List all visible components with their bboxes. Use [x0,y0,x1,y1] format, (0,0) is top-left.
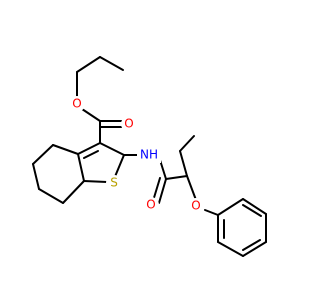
bond-thiophene-c3-c2 [99,142,125,156]
bond-cyclohexene-c3a-c4 [52,144,79,155]
molecule-structure: O O NH S O O [32,56,267,257]
bond-phenyl-5-6 [217,241,244,257]
bond-amide-c-double-o [158,178,167,204]
bond-phenyl-4-5 [242,241,267,257]
bond-cyclohexene-c6-c7 [38,188,64,204]
bond-thiophene-c2-s [113,154,125,180]
atom-o-ester-carbonyl: O [124,117,133,131]
bond-ch2-ch3 [179,135,195,152]
bond-cyclohexene-c7-c7a [62,180,85,204]
bond-nh-amide-carbon [159,159,167,180]
bond-thiophene-s-c7a [83,180,108,183]
bond-isopropyl-ch3-top [99,56,124,71]
atom-o-ester-single: O [72,97,81,111]
bond-thiophene-c3-c3a-outer [77,142,101,155]
bond-alpha-ch2 [179,150,188,177]
molecule-canvas: O O NH S O O [32,56,267,257]
bond-phenyl-aromatic-2 [242,239,261,251]
bond-phenyl-aromatic-1 [242,204,262,217]
bond-o-ester-carbon [81,108,101,122]
bond-isopropyl-ch3-left [76,56,101,73]
atom-s: S [110,176,118,190]
bond-cyclohexene-c4-c5 [32,144,54,165]
bond-thiophene-c7a-c3a [77,153,85,182]
bond-thiophene-c3-c3a-inner [83,150,99,159]
bond-phenyl-2-3 [242,198,267,215]
bond-cyclohexene-c5-c6 [32,163,40,190]
atom-nh: NH [140,148,158,162]
bond-o-ether-phenyl [204,209,219,216]
bond-amide-c-double-o-2 [152,177,161,202]
bond-phenyl-1-2 [217,198,244,216]
atom-o-ether: O [191,199,200,213]
bond-alpha-o-ether [186,175,197,201]
atom-o-amide: O [146,198,155,212]
bond-amide-c-alpha [165,175,188,180]
